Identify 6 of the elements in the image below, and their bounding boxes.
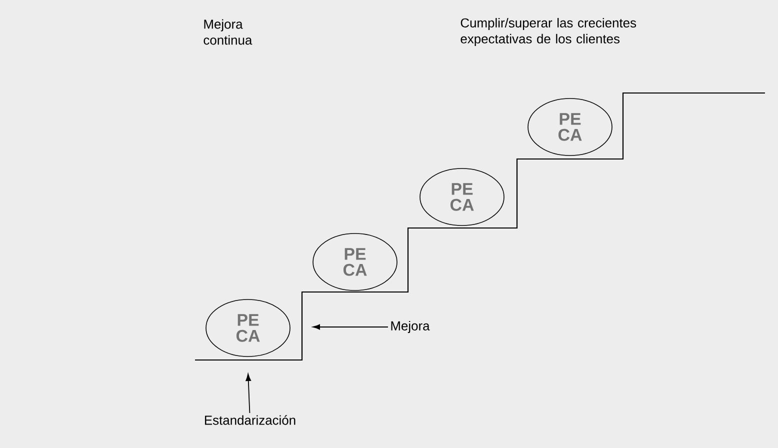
arrow — [312, 324, 388, 330]
step-label: Mejora — [391, 320, 430, 334]
heading-label: Mejora continua — [204, 19, 252, 45]
heading-label: Cumplir/superar las crecientes expectativas de los clientes — [460, 18, 636, 46]
arrow — [246, 374, 252, 414]
step-label: Estandarización — [205, 415, 296, 425]
